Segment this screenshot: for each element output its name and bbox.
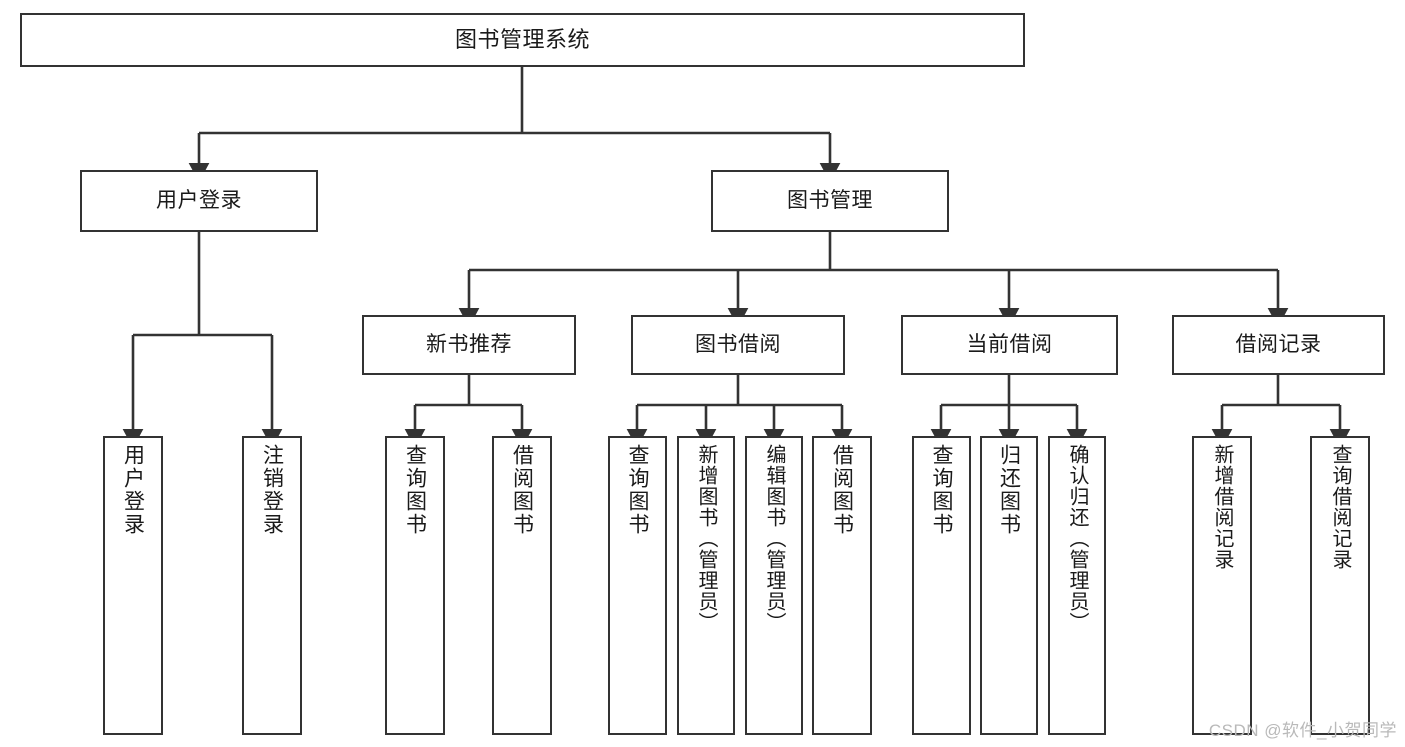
leaf-logout[interactable]: 注销登录 [242, 436, 302, 735]
watermark: CSDN @软件_小贺同学 [1208, 721, 1397, 740]
leaf-record-add-record[interactable]: 新增借阅记录 [1192, 436, 1252, 735]
node-label: 编辑图书（管理员） [763, 444, 785, 633]
leaf-borrow-edit-book-admin[interactable]: 编辑图书（管理员） [745, 436, 803, 735]
node-label: 查询图书 [930, 444, 953, 536]
node-book-borrow[interactable]: 图书借阅 [631, 315, 845, 375]
leaf-borrow-borrow-book[interactable]: 借阅图书 [812, 436, 872, 735]
leaf-borrow-query-book[interactable]: 查询图书 [608, 436, 667, 735]
leaf-current-confirm-return-admin[interactable]: 确认归还（管理员） [1048, 436, 1106, 735]
node-label: 借阅图书 [510, 444, 534, 536]
leaf-recommend-borrow-book[interactable]: 借阅图书 [492, 436, 552, 735]
node-label: 确认归还（管理员） [1066, 444, 1088, 633]
leaf-current-return-book[interactable]: 归还图书 [980, 436, 1038, 735]
node-user-login[interactable]: 用户登录 [80, 170, 318, 232]
leaf-record-query-record[interactable]: 查询借阅记录 [1310, 436, 1370, 735]
node-current-borrow[interactable]: 当前借阅 [901, 315, 1118, 375]
node-borrow-record[interactable]: 借阅记录 [1172, 315, 1385, 375]
node-label: 查询图书 [626, 444, 649, 536]
node-label: 新增借阅记录 [1211, 444, 1233, 570]
node-label: 图书管理 [787, 189, 873, 213]
node-label: 图书管理系统 [454, 26, 590, 52]
node-label: 查询图书 [403, 444, 427, 536]
leaf-borrow-add-book-admin[interactable]: 新增图书（管理员） [677, 436, 735, 735]
leaf-current-query-book[interactable]: 查询图书 [912, 436, 971, 735]
node-label: 图书借阅 [695, 333, 781, 357]
node-label: 用户登录 [156, 189, 242, 213]
node-root-system[interactable]: 图书管理系统 [20, 13, 1025, 67]
node-label: 用户登录 [121, 444, 145, 536]
leaf-user-login[interactable]: 用户登录 [103, 436, 163, 735]
node-label: 借阅图书 [830, 444, 854, 536]
node-label: 新增图书（管理员） [695, 444, 717, 633]
node-label: 查询借阅记录 [1329, 444, 1351, 570]
node-book-management[interactable]: 图书管理 [711, 170, 949, 232]
node-new-book-recommend[interactable]: 新书推荐 [362, 315, 576, 375]
node-label: 归还图书 [997, 444, 1021, 536]
node-label: 借阅记录 [1235, 333, 1322, 357]
leaf-recommend-query-book[interactable]: 查询图书 [385, 436, 445, 735]
node-label: 当前借阅 [966, 333, 1053, 357]
node-label: 注销登录 [260, 444, 284, 536]
node-label: 新书推荐 [426, 333, 512, 357]
